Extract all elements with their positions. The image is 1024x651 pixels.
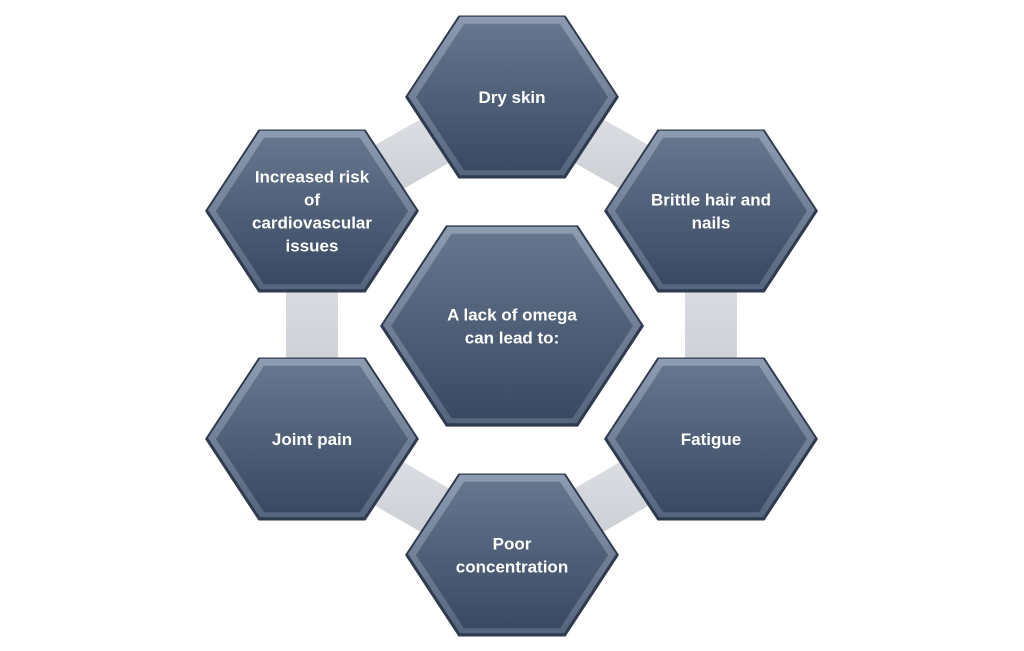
hexagon-face [615, 137, 807, 285]
hexagon-joint-pain: Joint pain [205, 357, 419, 521]
hexagon-label-line: can lead to: [465, 329, 559, 348]
hexagon-face [615, 365, 807, 513]
hexagon-fatigue: Fatigue [604, 357, 818, 521]
hexagon-label-line: cardiovascular [252, 214, 372, 233]
hexagon-face [216, 365, 408, 513]
hexagon-increased-risk-of-cardiovascular-issues: Increased risk of cardiovascular issues [205, 129, 419, 293]
hexagon-label-line: Dry skin [478, 88, 545, 107]
hexagon-label-line: issues [286, 237, 339, 256]
hexagon-label-line: concentration [456, 558, 568, 577]
hexagon-label-line: Increased risk [255, 168, 370, 187]
hexagon-face [216, 137, 408, 285]
hexagon-center: A lack of omega can lead to: [380, 225, 644, 427]
hexagon-label-line: Fatigue [681, 430, 741, 449]
hexagon-label-line: Brittle hair and [651, 191, 771, 210]
hexagon-label-line: Poor [493, 535, 532, 554]
hexagon-face [416, 23, 608, 171]
hexagon-label-line: A lack of omega [447, 306, 577, 325]
hexagon-label-line: of [304, 191, 320, 210]
hexagon-poor-concentration: Poor concentration [405, 473, 619, 637]
hexagon-face [391, 233, 633, 419]
hexagon-face [416, 481, 608, 629]
hexagon-brittle-hair-and-nails: Brittle hair and nails [604, 129, 818, 293]
hexagon-label-line: Joint pain [272, 430, 352, 449]
hexagon-dry-skin: Dry skin [405, 15, 619, 179]
hexagon-label-line: nails [692, 214, 731, 233]
